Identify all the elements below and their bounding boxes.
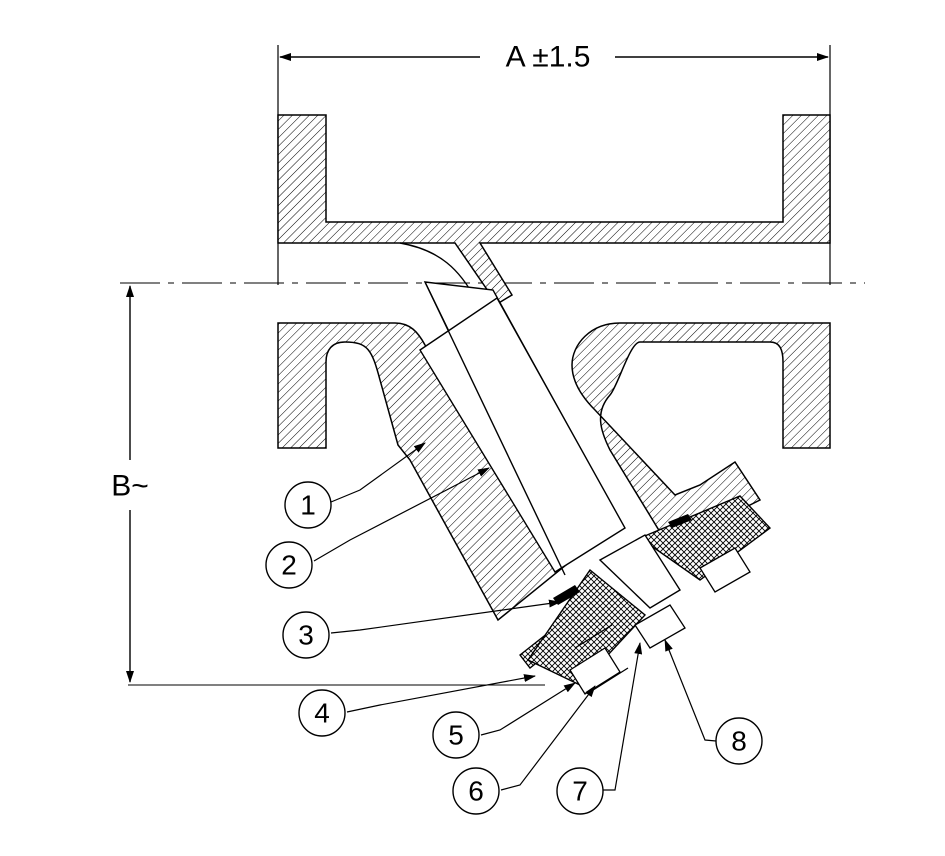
callout-8: 8 xyxy=(715,717,763,765)
svg-text:4: 4 xyxy=(314,698,330,729)
bolt-left xyxy=(569,647,621,695)
body-right-lower-flange xyxy=(571,322,831,533)
dimension-a: A ±1.5 xyxy=(277,41,831,285)
svg-text:7: 7 xyxy=(572,776,588,807)
callouts: 1 2 3 4 5 6 7 8 xyxy=(265,481,763,815)
callout-1: 1 xyxy=(284,481,332,529)
svg-text:1: 1 xyxy=(300,490,316,521)
strainer-screen xyxy=(419,281,626,576)
dimension-b-label: B~ xyxy=(111,470,149,503)
cover-block-left xyxy=(526,568,647,686)
svg-text:6: 6 xyxy=(468,776,484,807)
cover-block-right xyxy=(638,495,772,581)
bolt-center xyxy=(634,604,686,649)
callout-4: 4 xyxy=(298,689,346,737)
svg-text:2: 2 xyxy=(281,550,297,581)
valve-body xyxy=(277,114,831,622)
leader-lines xyxy=(313,442,717,791)
bolts xyxy=(569,547,751,695)
center-plug xyxy=(598,534,681,609)
svg-text:8: 8 xyxy=(731,726,747,757)
callout-2: 2 xyxy=(265,541,313,589)
callout-5: 5 xyxy=(432,711,480,759)
callout-7: 7 xyxy=(556,767,604,815)
bolt-right xyxy=(699,547,751,593)
cover-assembly xyxy=(519,495,772,686)
body-left-lower-flange xyxy=(277,322,567,622)
dimension-a-label: A ±1.5 xyxy=(506,41,591,74)
svg-text:3: 3 xyxy=(298,620,314,651)
svg-text:5: 5 xyxy=(448,720,464,751)
callout-3: 3 xyxy=(282,611,330,659)
body-upper-wall xyxy=(277,114,831,306)
callout-6: 6 xyxy=(452,767,500,815)
gasket-right xyxy=(668,514,692,528)
